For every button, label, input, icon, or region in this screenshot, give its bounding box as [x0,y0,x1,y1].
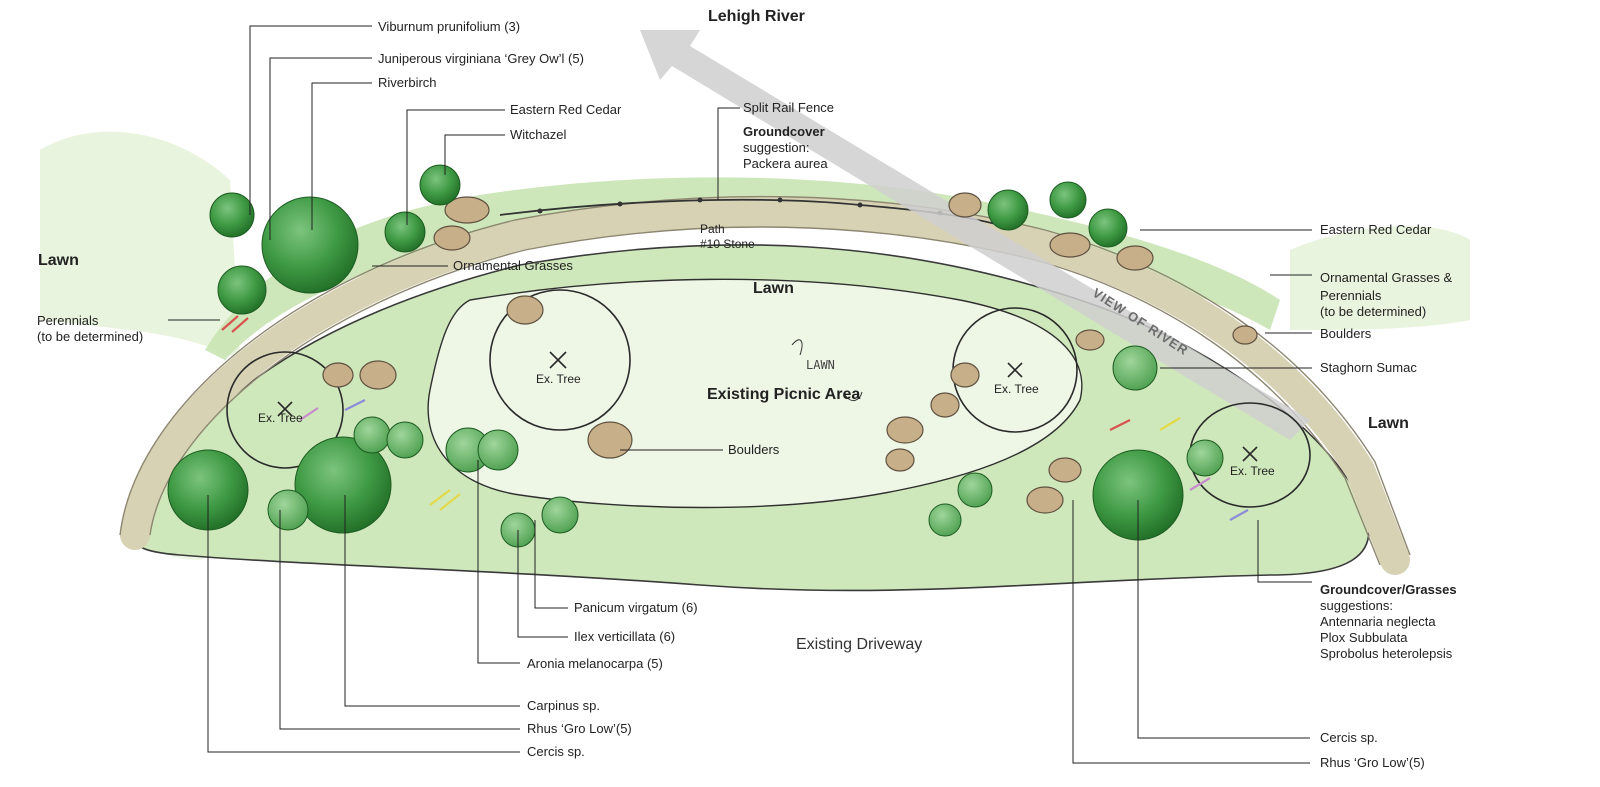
label-perennials-tbd: (to be determined) [37,329,144,344]
sketch-note: LAWN [806,358,835,372]
river-label: Lehigh River [708,8,805,25]
label-boulders-center: Boulders [728,442,780,457]
label-eastern-red-cedar-right: Eastern Red Cedar [1320,222,1432,237]
existing-tree-label: Ex. Tree [258,411,303,425]
existing-tree-label: Ex. Tree [1230,464,1275,478]
label-eastern-red-cedar-left: Eastern Red Cedar [510,102,622,117]
leader-lines [168,25,1312,764]
label-split-rail-fence: Split Rail Fence [743,100,835,115]
stone-path-edge-outer [119,195,1411,556]
label-rhus-left: Rhus ‘Gro Low’(5) [527,721,632,736]
lawn-left-label: Lawn [38,252,79,269]
label-viburnum: Viburnum prunifolium (3) [378,19,521,34]
label-gcg-plox: Plox Subbulata [1320,630,1408,645]
picnic-area-label: Existing Picnic Area [707,386,861,403]
label-riverbirch: Riverbirch [378,75,437,90]
label-groundcover-suggestion: suggestion: [743,140,810,155]
existing-tree-label: Ex. Tree [994,382,1039,396]
perennial-hatches [221,315,1249,521]
label-panicum: Panicum virgatum (6) [574,600,698,615]
label-cercis-left: Cercis sp. [527,744,585,759]
label-og-perennials: Ornamental Grasses & [1320,270,1453,285]
existing-tree-marks [277,351,1258,462]
path-label: Path [700,222,725,236]
label-gcg-sprobolus: Sprobolus heterolepsis [1320,646,1453,661]
boulders [322,192,1258,514]
tree-canopies [167,164,1224,548]
label-groundcover-title: Groundcover [743,124,825,139]
stone-path-edge-inner [149,226,1381,566]
label-carpinus: Carpinus sp. [527,698,600,713]
label-groundcover-species: Packera aurea [743,156,828,171]
label-gcg-title: Groundcover/Grasses [1320,582,1457,597]
existing-tree-label: Ex. Tree [536,372,581,386]
label-ornamental-grasses: Ornamental Grasses [453,258,573,273]
label-gcg-suggestions: suggestions: [1320,598,1393,613]
driveway-label: Existing Driveway [796,636,923,653]
label-aronia: Aronia melanocarpa (5) [527,656,663,671]
label-cercis-right: Cercis sp. [1320,730,1378,745]
label-boulders-right: Boulders [1320,326,1372,341]
path-material-label: #10 Stone [700,237,755,251]
label-rhus-right: Rhus ‘Gro Low’(5) [1320,755,1425,770]
stone-path [120,196,1410,575]
label-staghorn-sumac: Staghorn Sumac [1320,360,1417,375]
label-perennials: Perennials [37,313,99,328]
lawn-right-label: Lawn [1368,415,1409,432]
sketch-marks [791,339,863,402]
label-juniperus: Juniperous virginiana ‘Grey Ow’l (5) [378,51,584,66]
label-og-perennials-tbd: (to be determined) [1320,304,1427,319]
label-ilex: Ilex verticillata (6) [574,629,676,644]
lawn-center-label: Lawn [753,280,794,297]
label-gcg-antennaria: Antennaria neglecta [1320,614,1436,629]
view-arrow [640,30,1310,440]
label-witchazel: Witchazel [510,127,567,142]
label-og-perennials-2: Perennials [1320,288,1382,303]
